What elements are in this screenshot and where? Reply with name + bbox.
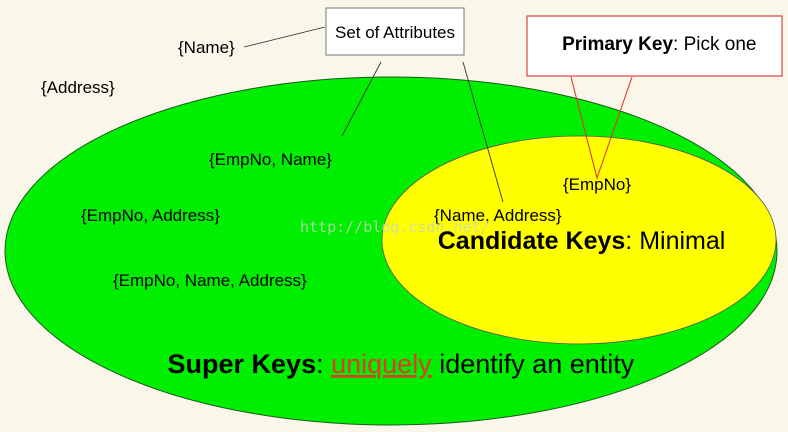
candidate-keys-rest: : Minimal [625, 227, 725, 255]
label-name-address: {Name, Address} [434, 206, 562, 225]
candidate-keys-bold: Candidate Keys [438, 227, 626, 255]
connector-name-address [462, 61, 504, 203]
super-keys-rest: identify an entity [432, 349, 635, 379]
candidate-keys-ellipse [381, 135, 777, 345]
connector-empno-name [341, 61, 382, 137]
primary-key-box [526, 15, 783, 77]
label-empno-address: {EmpNo, Address} [81, 206, 220, 225]
set-of-attributes-box [325, 7, 465, 56]
super-keys-underlined: uniquely [331, 349, 432, 379]
super-keys-bold: Super Keys [168, 349, 317, 379]
watermark: http://blog.csdn.net/ [300, 218, 490, 236]
label-name: {Name} [178, 38, 235, 57]
primary-key-label: Primary Key: Pick one [536, 34, 773, 55]
connector-name [243, 26, 326, 48]
label-empno: {EmpNo} [563, 175, 631, 194]
set-of-attributes-label: Set of Attributes [335, 23, 455, 42]
super-keys-colon: : [316, 349, 331, 379]
super-keys-heading: Super Keys: uniquely identify an entity [130, 349, 657, 379]
primary-key-bold: Primary Key [562, 34, 673, 55]
label-empno-name: {EmpNo, Name} [209, 150, 332, 169]
label-empno-name-address: {EmpNo, Name, Address} [113, 271, 307, 290]
primary-key-rest: : Pick one [673, 34, 756, 55]
candidate-keys-heading: Candidate Keys: Minimal [403, 227, 746, 255]
label-address: {Address} [41, 78, 115, 97]
connector-primary-key [570, 76, 633, 180]
